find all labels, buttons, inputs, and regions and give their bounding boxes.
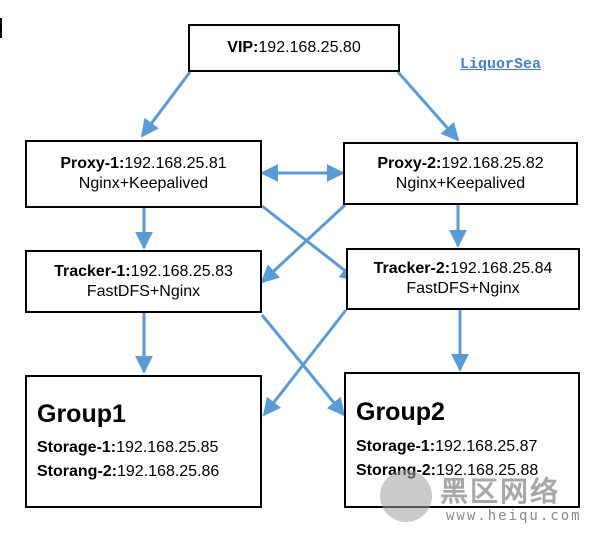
group1-storage2-ip: 192.168.25.86 — [117, 463, 220, 481]
left-edge-mark — [0, 18, 2, 38]
proxy2-node: Proxy-2:192.168.25.82 Nginx+Keepalived — [343, 142, 578, 205]
group2-node: Group2 Storage-1:192.168.25.87 Storang-2… — [344, 372, 580, 508]
site-watermark: 黑区网络 www.heiqu.com — [380, 470, 605, 530]
arrow-tracker2-group1 — [262, 309, 348, 417]
proxy1-label: Proxy-1: — [60, 155, 125, 172]
watermark-url: www.heiqu.com — [446, 508, 582, 524]
vip-label: VIP: — [227, 39, 259, 56]
liquorsea-logo: LiquorSea — [460, 56, 542, 73]
proxy2-label: Proxy-2: — [377, 154, 442, 172]
tracker1-label: Tracker-1: — [54, 262, 131, 280]
watermark-title: 黑区网络 — [440, 475, 561, 508]
group1-storage2-label: Storang-2: — [37, 463, 117, 481]
vip-node: VIP:192.168.25.80 — [188, 24, 400, 72]
proxy1-ip: 192.168.25.81 — [124, 155, 227, 172]
group1-storage1-label: Storage-1: — [37, 439, 117, 457]
proxy1-node: Proxy-1:192.168.25.81 Nginx+Keepalived — [25, 140, 262, 208]
group1-node: Group1 Storage-1:192.168.25.85 Storang-2… — [25, 375, 262, 508]
arrow-proxy2-tracker1 — [260, 203, 347, 284]
vip-ip: 192.168.25.80 — [258, 39, 361, 56]
tracker1-sub: FastDFS+Nginx — [86, 282, 201, 300]
arrow-vip-proxy1 — [140, 71, 192, 138]
arrow-proxy1-tracker2 — [261, 204, 359, 282]
tracker2-node: Tracker-2:192.168.25.84 FastDFS+Nginx — [346, 248, 580, 310]
tracker1-ip: 192.168.25.83 — [130, 262, 233, 280]
tracker2-label: Tracker-2: — [373, 260, 451, 277]
tracker2-sub: FastDFS+Nginx — [406, 280, 520, 297]
group2-storage2-ip: 192.168.25.88 — [436, 461, 539, 479]
tracker2-ip: 192.168.25.84 — [450, 260, 553, 277]
proxy2-ip: 192.168.25.82 — [441, 154, 544, 172]
group2-storage1-ip: 192.168.25.87 — [435, 437, 538, 455]
arrow-vip-proxy2 — [396, 71, 460, 142]
group1-storage1-ip: 192.168.25.85 — [116, 439, 219, 457]
proxy2-sub: Nginx+Keepalived — [395, 174, 526, 192]
group1-title: Group1 — [37, 399, 126, 428]
group2-title: Group2 — [356, 398, 445, 427]
proxy1-sub: Nginx+Keepalived — [78, 175, 209, 192]
tracker1-node: Tracker-1:192.168.25.83 FastDFS+Nginx — [25, 250, 262, 313]
group2-storage1-label: Storage-1: — [356, 437, 436, 455]
mushroom-icon — [380, 470, 432, 522]
